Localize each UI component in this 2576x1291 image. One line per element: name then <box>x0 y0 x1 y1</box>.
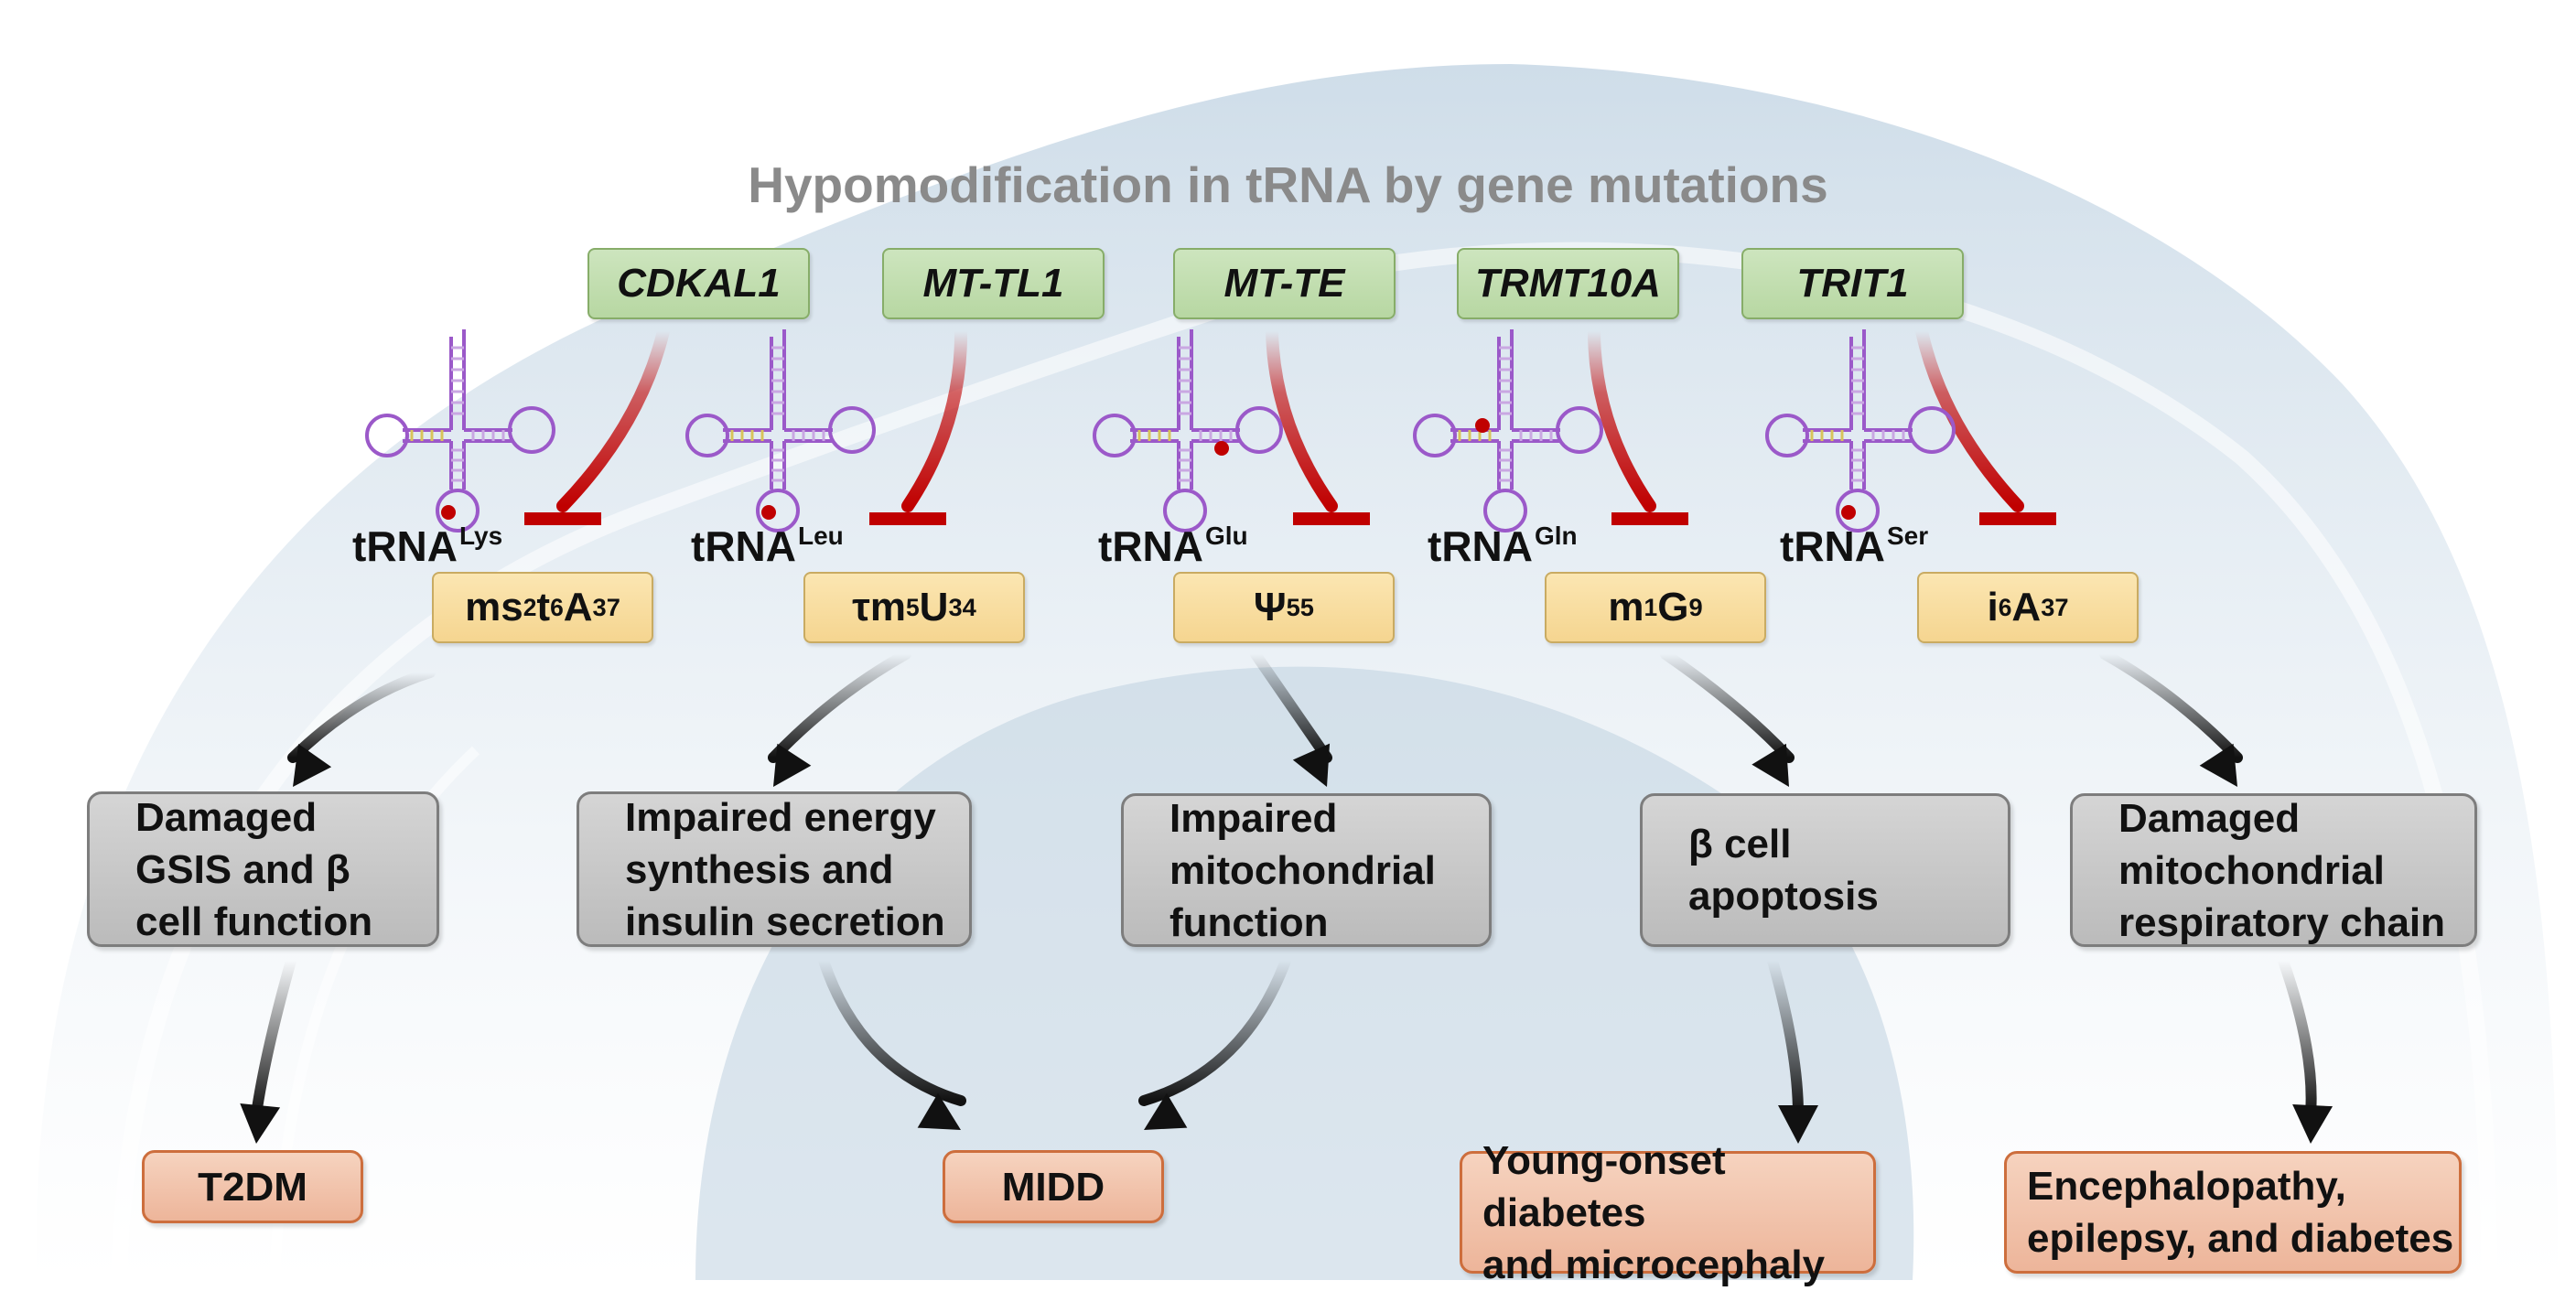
trna-cloverleaf-icon <box>1093 329 1283 533</box>
disease-box: Encephalopathy,epilepsy, and diabetes <box>2004 1151 2462 1274</box>
trna-cloverleaf-icon <box>1413 329 1603 533</box>
trna-cloverleaf-icon <box>1765 329 1956 533</box>
trna-label: tRNALeu <box>691 522 844 570</box>
disease-box: T2DM <box>142 1150 363 1223</box>
disease-box: MIDD <box>943 1150 1164 1223</box>
trna-label: tRNAGln <box>1428 522 1578 570</box>
trna-label: tRNALys <box>352 522 503 570</box>
trna-label: tRNAGlu <box>1098 522 1248 570</box>
gene-box: MT-TL1 <box>882 248 1105 319</box>
trna-cloverleaf-icon <box>365 329 555 533</box>
gene-box: TRIT1 <box>1741 248 1964 319</box>
trna-label: tRNASer <box>1780 522 1929 570</box>
gene-box: TRMT10A <box>1457 248 1679 319</box>
trna-cloverleaf-icon <box>685 329 876 533</box>
gene-box: MT-TE <box>1173 248 1396 319</box>
gene-box: CDKAL1 <box>587 248 810 319</box>
diagram-title: Hypomodification in tRNA by gene mutatio… <box>748 156 1828 213</box>
